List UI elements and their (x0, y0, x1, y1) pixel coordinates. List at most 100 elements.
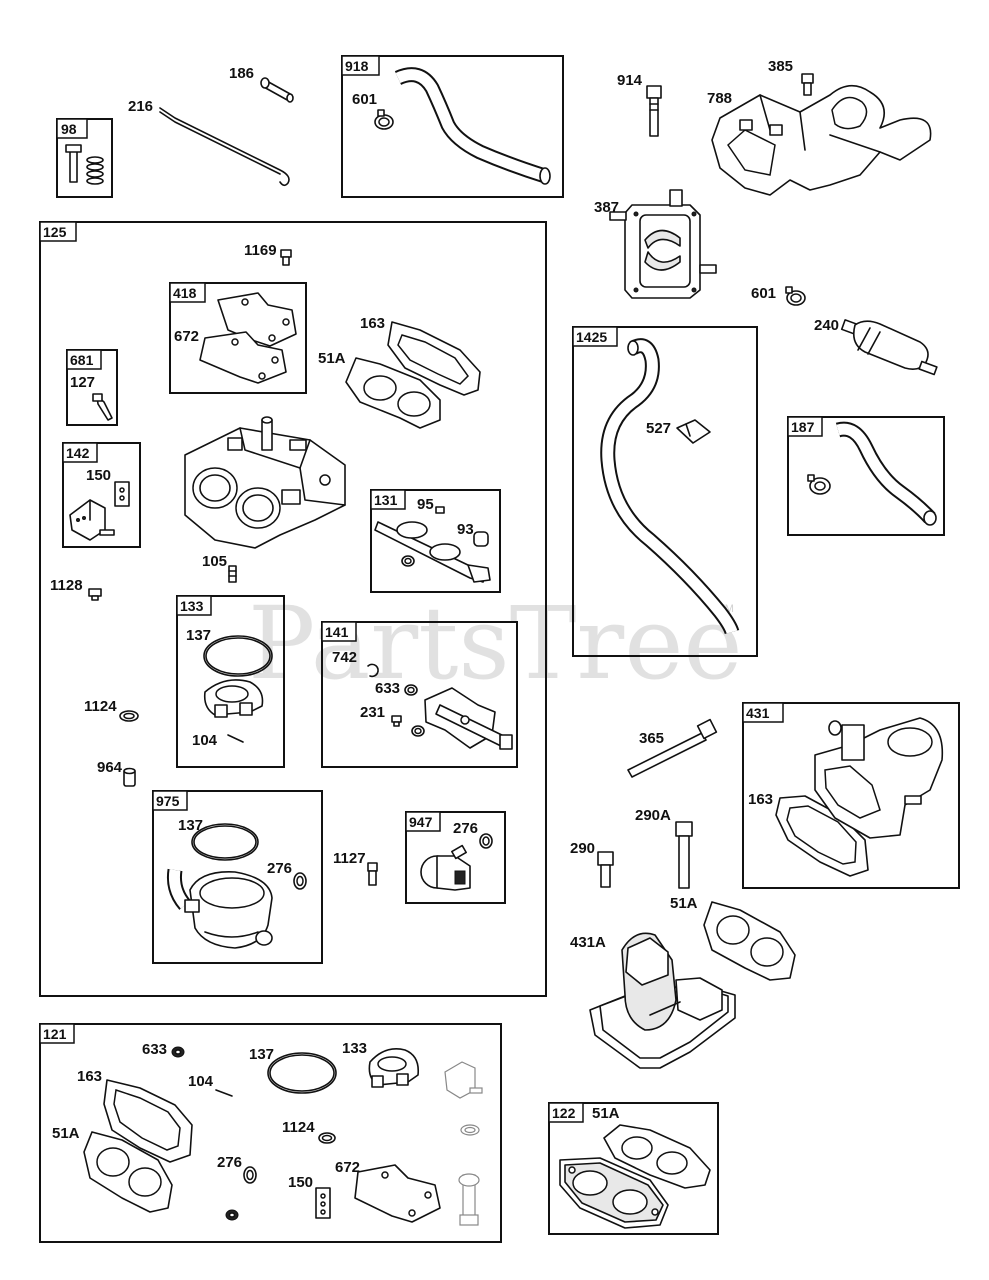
box-122-tag: 122 (552, 1105, 576, 1121)
box-98[interactable]: 98 (56, 118, 113, 198)
float-bowl-975 (167, 868, 273, 949)
label-95: 95 (417, 496, 434, 513)
box-947[interactable]: 947 276 (405, 811, 506, 904)
label-137-a: 137 (186, 627, 211, 644)
throttle-shaft-131 (374, 506, 491, 583)
box-1425[interactable]: 1425 527 (572, 326, 758, 657)
spacer-122 (559, 1157, 669, 1229)
box-681[interactable]: 681 127 (66, 349, 118, 426)
box-131[interactable]: 131 95 93 (370, 489, 501, 593)
solenoid-faint (444, 1061, 483, 1099)
gasket-51A-a (345, 357, 441, 429)
box-121[interactable]: 121 633 163 104 51A 137 133 (39, 1023, 502, 1243)
label-1169: 1169 (244, 242, 277, 259)
gasket-163-a (387, 321, 481, 396)
label-93: 93 (457, 521, 474, 538)
label-276-a: 276 (267, 860, 292, 877)
label-51A-c: 51A (52, 1125, 80, 1142)
o-ring-633-b (171, 1046, 185, 1058)
box-975[interactable]: 975 137 276 (152, 790, 323, 964)
label-1124-b: 1124 (282, 1119, 315, 1136)
carburetor-body (184, 416, 346, 549)
label-527: 527 (646, 420, 671, 437)
choke-shaft-141 (411, 687, 513, 750)
label-914: 914 (617, 72, 643, 89)
box-918[interactable]: 918 601 (341, 55, 564, 198)
box-131-tag: 131 (374, 492, 398, 508)
box-125-tag: 125 (43, 224, 67, 240)
pin-186 (260, 77, 294, 103)
box-1425-tag: 1425 (576, 329, 607, 345)
screw-385 (801, 73, 814, 96)
adapter-431A (589, 932, 736, 1069)
bracket-788 (711, 73, 932, 196)
label-150-a: 150 (86, 467, 111, 484)
label-163-b: 163 (748, 791, 773, 808)
float-133 (203, 679, 264, 718)
label-240: 240 (814, 317, 839, 334)
label-51A-d: 51A (592, 1105, 620, 1122)
o-ring-137-b (191, 823, 259, 861)
o-ring-276-d (225, 1209, 239, 1221)
box-122[interactable]: 122 51A (548, 1102, 719, 1235)
screw-105 (228, 565, 237, 583)
label-1124-a: 1124 (84, 698, 117, 715)
box-187[interactable]: 187 (787, 416, 945, 536)
label-365: 365 (639, 730, 664, 747)
gasket-51A-d (603, 1124, 711, 1189)
long-bolt-365 (627, 718, 718, 778)
solenoid-947 (420, 844, 471, 891)
label-1127: 1127 (333, 850, 366, 867)
box-431-tag: 431 (746, 705, 770, 721)
label-290: 290 (570, 840, 595, 857)
label-231: 231 (360, 704, 385, 721)
box-121-tag: 121 (43, 1026, 67, 1042)
box-681-tag: 681 (70, 352, 94, 368)
gasket-163-c (103, 1079, 193, 1163)
bolt-290 (597, 851, 614, 888)
o-ring-276-c (243, 1166, 257, 1184)
label-964: 964 (97, 759, 123, 776)
hose-clamp-601-b (785, 286, 806, 306)
fuel-shutoff-faint (458, 1173, 480, 1226)
gasket-plate-672-b (354, 1164, 441, 1223)
label-276-c: 276 (217, 1154, 242, 1171)
box-142-tag: 142 (66, 445, 90, 461)
screw-1169 (280, 249, 292, 266)
screw-231 (391, 715, 402, 727)
box-125[interactable]: 125 (39, 221, 547, 997)
fuel-filter-240 (840, 319, 938, 376)
jet-127 (92, 393, 113, 421)
intake-elbow-431 (814, 717, 944, 839)
bolt-914 (646, 85, 662, 137)
label-633-a: 633 (375, 680, 400, 697)
box-431[interactable]: 431 163 (742, 702, 960, 889)
solenoid-142 (69, 481, 130, 541)
pin-104-a (227, 734, 244, 743)
box-142[interactable]: 142 150 (62, 442, 141, 548)
label-104-b: 104 (188, 1073, 214, 1090)
o-ring-137-c (267, 1052, 337, 1094)
label-163-c: 163 (77, 1068, 102, 1085)
label-150-b: 150 (288, 1174, 313, 1191)
bolt-290A (675, 821, 693, 889)
fuel-line-1425 (600, 338, 740, 635)
o-ring-633-a (404, 684, 418, 696)
gasket-51A-c (83, 1131, 173, 1213)
linkage-rod-216 (159, 107, 290, 187)
hose-clamp-187 (807, 474, 831, 495)
label-431A: 431A (570, 934, 606, 951)
box-975-tag: 975 (156, 793, 180, 809)
pin-104-b (215, 1089, 233, 1097)
gasket-51A-b (703, 901, 796, 981)
clip-527 (676, 419, 711, 444)
gasket-150 (315, 1187, 331, 1219)
label-127: 127 (70, 374, 95, 391)
label-137-b: 137 (178, 817, 203, 834)
small-ring-faint (460, 1124, 480, 1136)
box-418[interactable]: 418 672 (169, 282, 307, 394)
hose-918 (394, 67, 551, 185)
box-141[interactable]: 141 742 633 231 (321, 621, 518, 768)
o-ring-276-a (293, 872, 307, 890)
box-133[interactable]: 133 137 104 (176, 595, 285, 768)
